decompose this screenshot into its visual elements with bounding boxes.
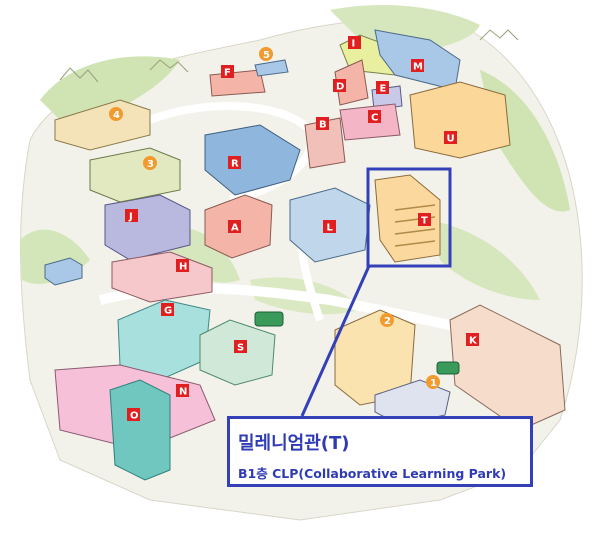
callout-connector (300, 265, 371, 417)
dorm-label-5-text: 5 (263, 50, 270, 61)
building-d[interactable] (334, 59, 369, 106)
label-o-text: O (130, 411, 139, 422)
label-m-text: M (413, 62, 423, 73)
dorm-label-2-text: 2 (384, 316, 391, 327)
label-s-text: S (237, 343, 244, 354)
dorm-label-3-text: 3 (147, 159, 154, 170)
label-r: R (228, 156, 241, 170)
label-k: K (466, 333, 479, 347)
callout-box: 밀레니엄관(T) B1층 CLP(Collaborative Learning … (227, 416, 533, 487)
label-n-text: N (179, 387, 187, 398)
label-t: T (418, 213, 431, 227)
label-l: L (323, 220, 336, 234)
dorm-4-building[interactable] (54, 99, 151, 151)
building-labels: I M F D E B C U R T J A L H G S K N O (125, 36, 479, 422)
building-o[interactable] (109, 379, 171, 481)
label-i-text: I (352, 39, 356, 50)
label-a: A (228, 220, 241, 234)
building-u[interactable] (409, 81, 511, 159)
label-n: N (176, 384, 189, 398)
dorm-label-3: 3 (143, 156, 157, 170)
bus-icon (254, 311, 460, 375)
label-e-text: E (380, 84, 387, 95)
dorm-label-1: 1 (426, 375, 440, 389)
label-j: J (125, 209, 138, 223)
label-o: O (127, 408, 140, 422)
highlight-box-t (366, 167, 452, 268)
dorm-1-building[interactable] (374, 379, 451, 426)
label-d-text: D (336, 82, 344, 93)
label-f-text: F (224, 68, 231, 79)
label-h-text: H (179, 262, 187, 273)
label-r-text: R (231, 159, 239, 170)
dorm-label-5: 5 (259, 47, 273, 61)
dorm-label-2: 2 (380, 313, 394, 327)
label-b-text: B (319, 120, 327, 131)
dorm-3-building[interactable] (89, 147, 181, 203)
building-r[interactable] (204, 124, 301, 196)
building-t[interactable] (374, 174, 441, 263)
label-u: U (444, 131, 457, 145)
label-g-text: G (164, 306, 172, 317)
label-c: C (368, 110, 381, 124)
small-building-left (44, 257, 83, 286)
label-t-text: T (421, 216, 428, 227)
label-e: E (376, 81, 389, 95)
dorm-labels: 5 4 3 2 1 (109, 47, 440, 389)
label-g: G (161, 303, 174, 317)
label-j-text: J (128, 212, 133, 223)
label-s: S (234, 340, 247, 354)
callout-subtitle: B1층 CLP(Collaborative Learning Park) (238, 466, 507, 481)
label-d: D (333, 79, 346, 93)
dorm-label-4-text: 4 (113, 110, 120, 121)
label-f: F (221, 65, 234, 79)
label-b: B (316, 117, 329, 131)
label-l-text: L (327, 223, 334, 234)
label-k-text: K (469, 336, 478, 347)
label-c-text: C (371, 113, 378, 124)
label-h: H (176, 259, 189, 273)
label-a-text: A (231, 223, 239, 234)
label-i: I (348, 36, 361, 50)
label-u-text: U (447, 134, 455, 145)
dorm-label-4: 4 (109, 107, 123, 121)
callout-title: 밀레니엄관(T) (238, 433, 350, 454)
label-m: M (411, 59, 424, 73)
dorm-label-1-text: 1 (430, 378, 437, 389)
buildings (44, 29, 566, 481)
